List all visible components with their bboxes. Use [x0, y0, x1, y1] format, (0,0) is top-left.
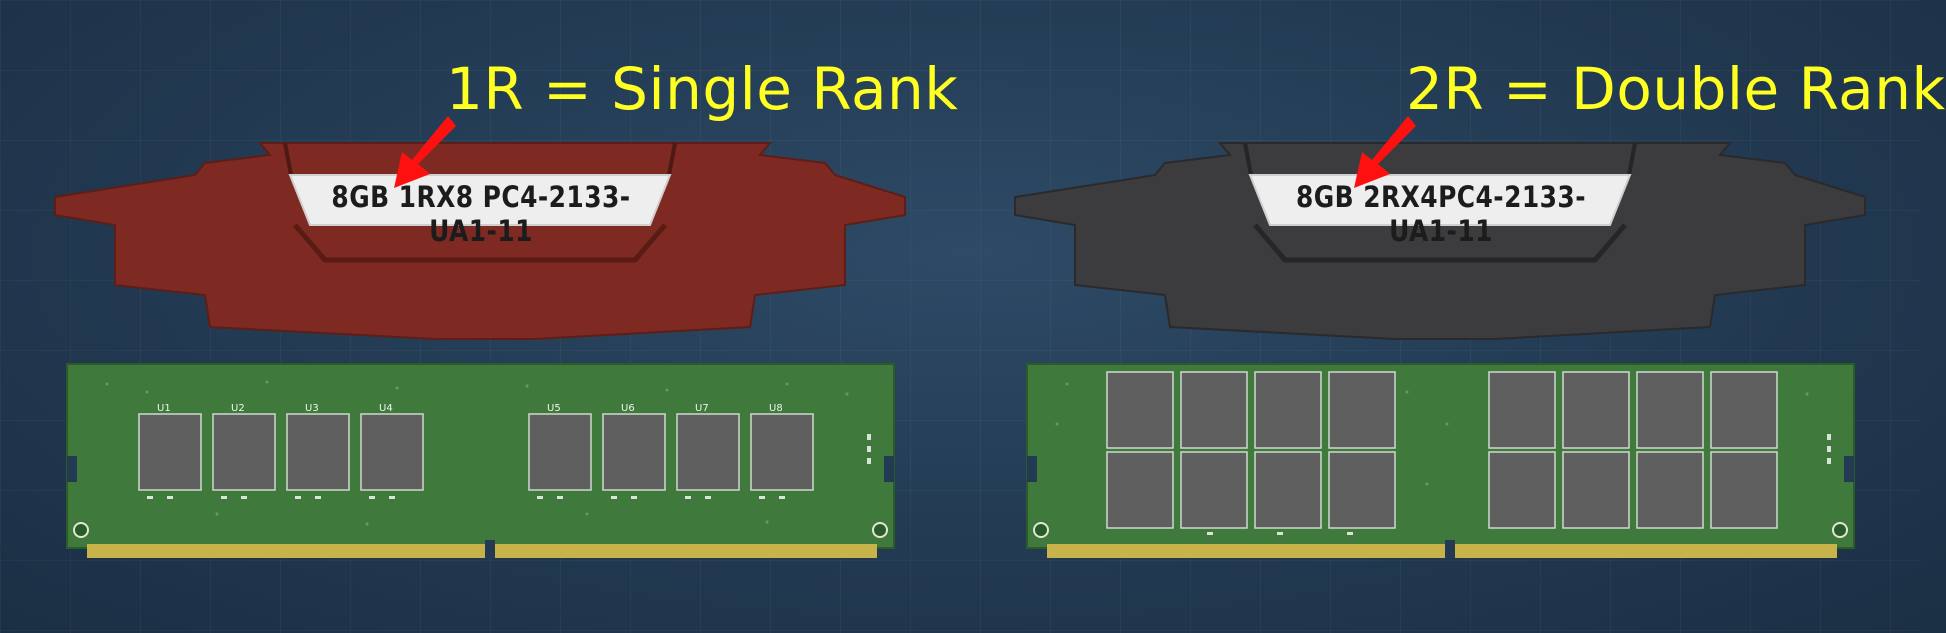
module-label: 8GB 2RX4PC4-2133-UA1-11 — [1295, 180, 1587, 248]
double-rank-pcb — [1026, 363, 1855, 558]
dram-chip — [1254, 451, 1322, 529]
double-rank-heading: 2R = Double Rank — [1406, 55, 1946, 123]
dram-chip — [1562, 451, 1630, 529]
dram-chip — [1328, 451, 1396, 529]
dram-chip — [1180, 371, 1248, 449]
red-arrow-icon — [1354, 116, 1416, 188]
chip-id-u1: U1 — [157, 403, 171, 414]
dram-chip — [1180, 451, 1248, 529]
dram-chip — [138, 413, 202, 491]
dram-chip — [360, 413, 424, 491]
black-heat-spreader — [1014, 142, 1866, 340]
dram-chip — [1710, 451, 1778, 529]
dram-chip — [1636, 451, 1704, 529]
single-rank-heading: 1R = Single Rank — [446, 55, 959, 123]
dram-chip — [286, 413, 350, 491]
chip-id-u3: U3 — [305, 403, 319, 414]
dram-chip — [1562, 371, 1630, 449]
red-arrow-icon — [394, 116, 456, 188]
dram-chip — [602, 413, 666, 491]
dram-chip — [1636, 371, 1704, 449]
dram-chip — [1106, 371, 1174, 449]
dram-chip — [1106, 451, 1174, 529]
red-heat-spreader — [54, 142, 906, 340]
chip-id-u4: U4 — [379, 403, 393, 414]
single-rank-panel: 1R = Single Rank 8GB 1RX8 PC4-2133-UA1-1… — [0, 0, 960, 633]
single-rank-pcb — [66, 363, 895, 558]
dram-chip — [1328, 371, 1396, 449]
module-label: 8GB 1RX8 PC4-2133-UA1-11 — [331, 180, 631, 248]
dram-chip — [1254, 371, 1322, 449]
module-label-plate — [1248, 174, 1632, 226]
chip-id-u6: U6 — [621, 403, 635, 414]
chip-id-u5: U5 — [547, 403, 561, 414]
module-label-plate — [288, 174, 672, 226]
chip-id-u2: U2 — [231, 403, 245, 414]
chip-id-u7: U7 — [695, 403, 709, 414]
dram-chip — [1710, 371, 1778, 449]
dram-chip — [1488, 451, 1556, 529]
dram-chip — [528, 413, 592, 491]
dram-chip — [212, 413, 276, 491]
chip-id-u8: U8 — [769, 403, 783, 414]
dram-chip — [1488, 371, 1556, 449]
dram-chip — [750, 413, 814, 491]
double-rank-panel: 2R = Double Rank 8GB 2RX4PC4-2133-UA1-11 — [960, 0, 1945, 633]
dram-chip — [676, 413, 740, 491]
